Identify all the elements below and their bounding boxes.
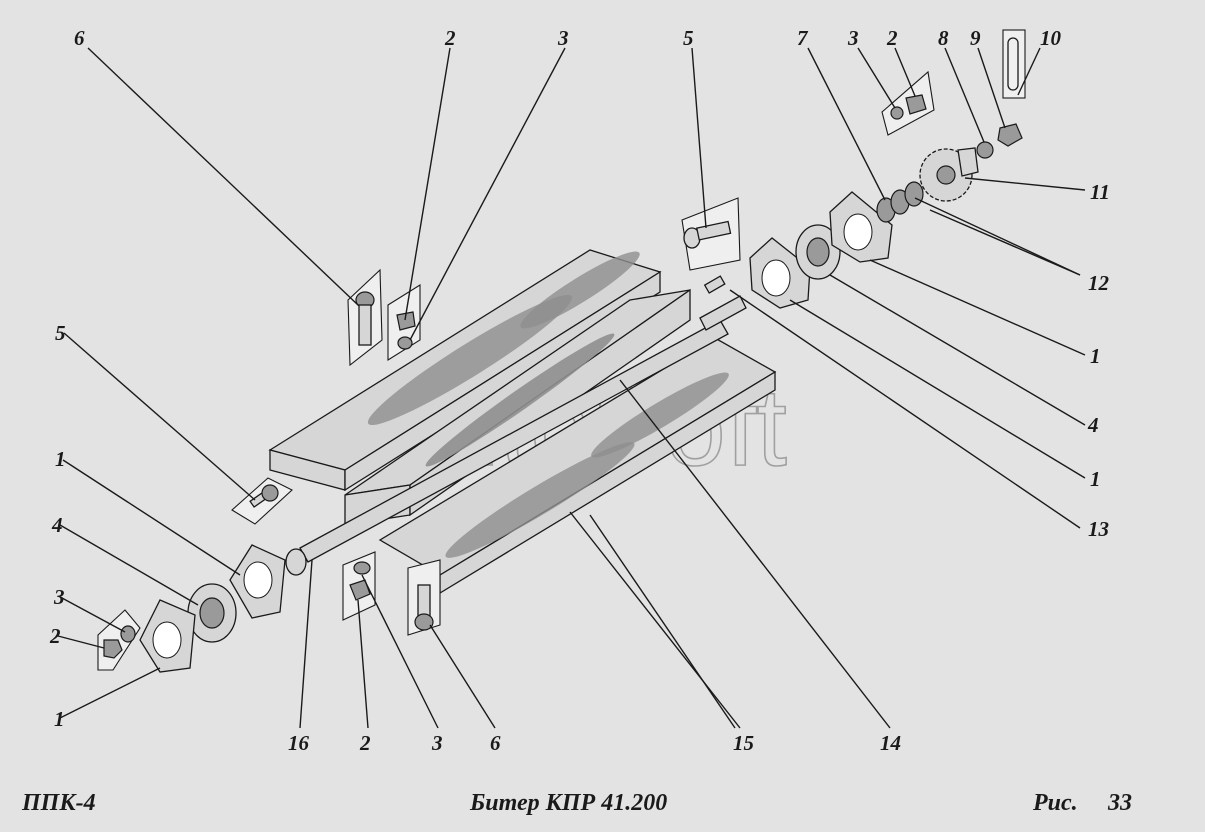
callout-2: 2 (49, 624, 61, 648)
bolt-bottom (414, 584, 434, 631)
leader-lines (57, 47, 1086, 729)
callout-16: 16 (288, 731, 310, 755)
callout-1: 1 (1090, 344, 1101, 368)
callout-1: 1 (55, 447, 66, 471)
footer-model: ППК-4 (21, 790, 96, 816)
callout-6: 6 (74, 26, 85, 50)
beater-blade-upper (268, 249, 662, 492)
callout-14: 14 (880, 731, 901, 755)
washer-top (397, 336, 413, 350)
figure-prefix: Рис. (1032, 790, 1078, 816)
cotter-pin (1007, 37, 1019, 91)
flange-right-inner (749, 237, 811, 309)
figure-title: Битер КПР 41.200 (469, 790, 667, 816)
nut-right (905, 94, 927, 115)
callout-7: 7 (797, 26, 809, 50)
callout-11: 11 (1090, 180, 1110, 204)
nut-left (103, 639, 123, 659)
castle-nut (997, 123, 1023, 147)
callout-2: 2 (886, 26, 898, 50)
callout-9: 9 (970, 26, 981, 50)
callout-10: 10 (1040, 26, 1062, 50)
flange-left-inner (139, 599, 196, 673)
spacer-bushings (876, 181, 924, 223)
callout-3: 3 (847, 26, 859, 50)
callout-6: 6 (490, 731, 501, 755)
callout-4: 4 (1087, 413, 1099, 437)
beater-blade-lower (378, 337, 777, 595)
callout-5: 5 (55, 321, 66, 345)
callout-2: 2 (359, 731, 371, 755)
nut-bottom (349, 579, 371, 601)
callout-5: 5 (683, 26, 694, 50)
bolt-top (355, 291, 375, 346)
washer-left (120, 625, 136, 643)
footer: ППК-4 Битер КПР 41.200 Рис. 33 (21, 790, 1132, 816)
callout-8: 8 (938, 26, 949, 50)
figure-number: 33 (1107, 790, 1132, 816)
nut-top (396, 311, 416, 331)
washer-bottom (353, 561, 371, 575)
bolt-right (683, 220, 732, 249)
callouts: 6 2 3 5 7 3 2 8 9 10 11 12 1 4 1 13 5 1 … (49, 26, 1110, 755)
washer-end (976, 141, 994, 159)
callout-3: 3 (53, 585, 65, 609)
key (703, 275, 726, 294)
callout-2: 2 (444, 26, 456, 50)
callout-13: 13 (1088, 517, 1109, 541)
flange-left-outer (229, 544, 286, 619)
callout-4: 4 (51, 513, 63, 537)
callout-3: 3 (557, 26, 569, 50)
bearing-left (187, 583, 237, 643)
callout-12: 12 (1088, 271, 1110, 295)
callout-15: 15 (733, 731, 754, 755)
callout-3: 3 (431, 731, 443, 755)
sprocket (919, 147, 979, 202)
callout-1: 1 (1090, 467, 1101, 491)
bearing-right (795, 224, 841, 280)
washer-right (890, 106, 904, 120)
callout-1: 1 (54, 707, 65, 731)
bolt-left (249, 484, 279, 508)
flange-right-outer (829, 191, 893, 263)
